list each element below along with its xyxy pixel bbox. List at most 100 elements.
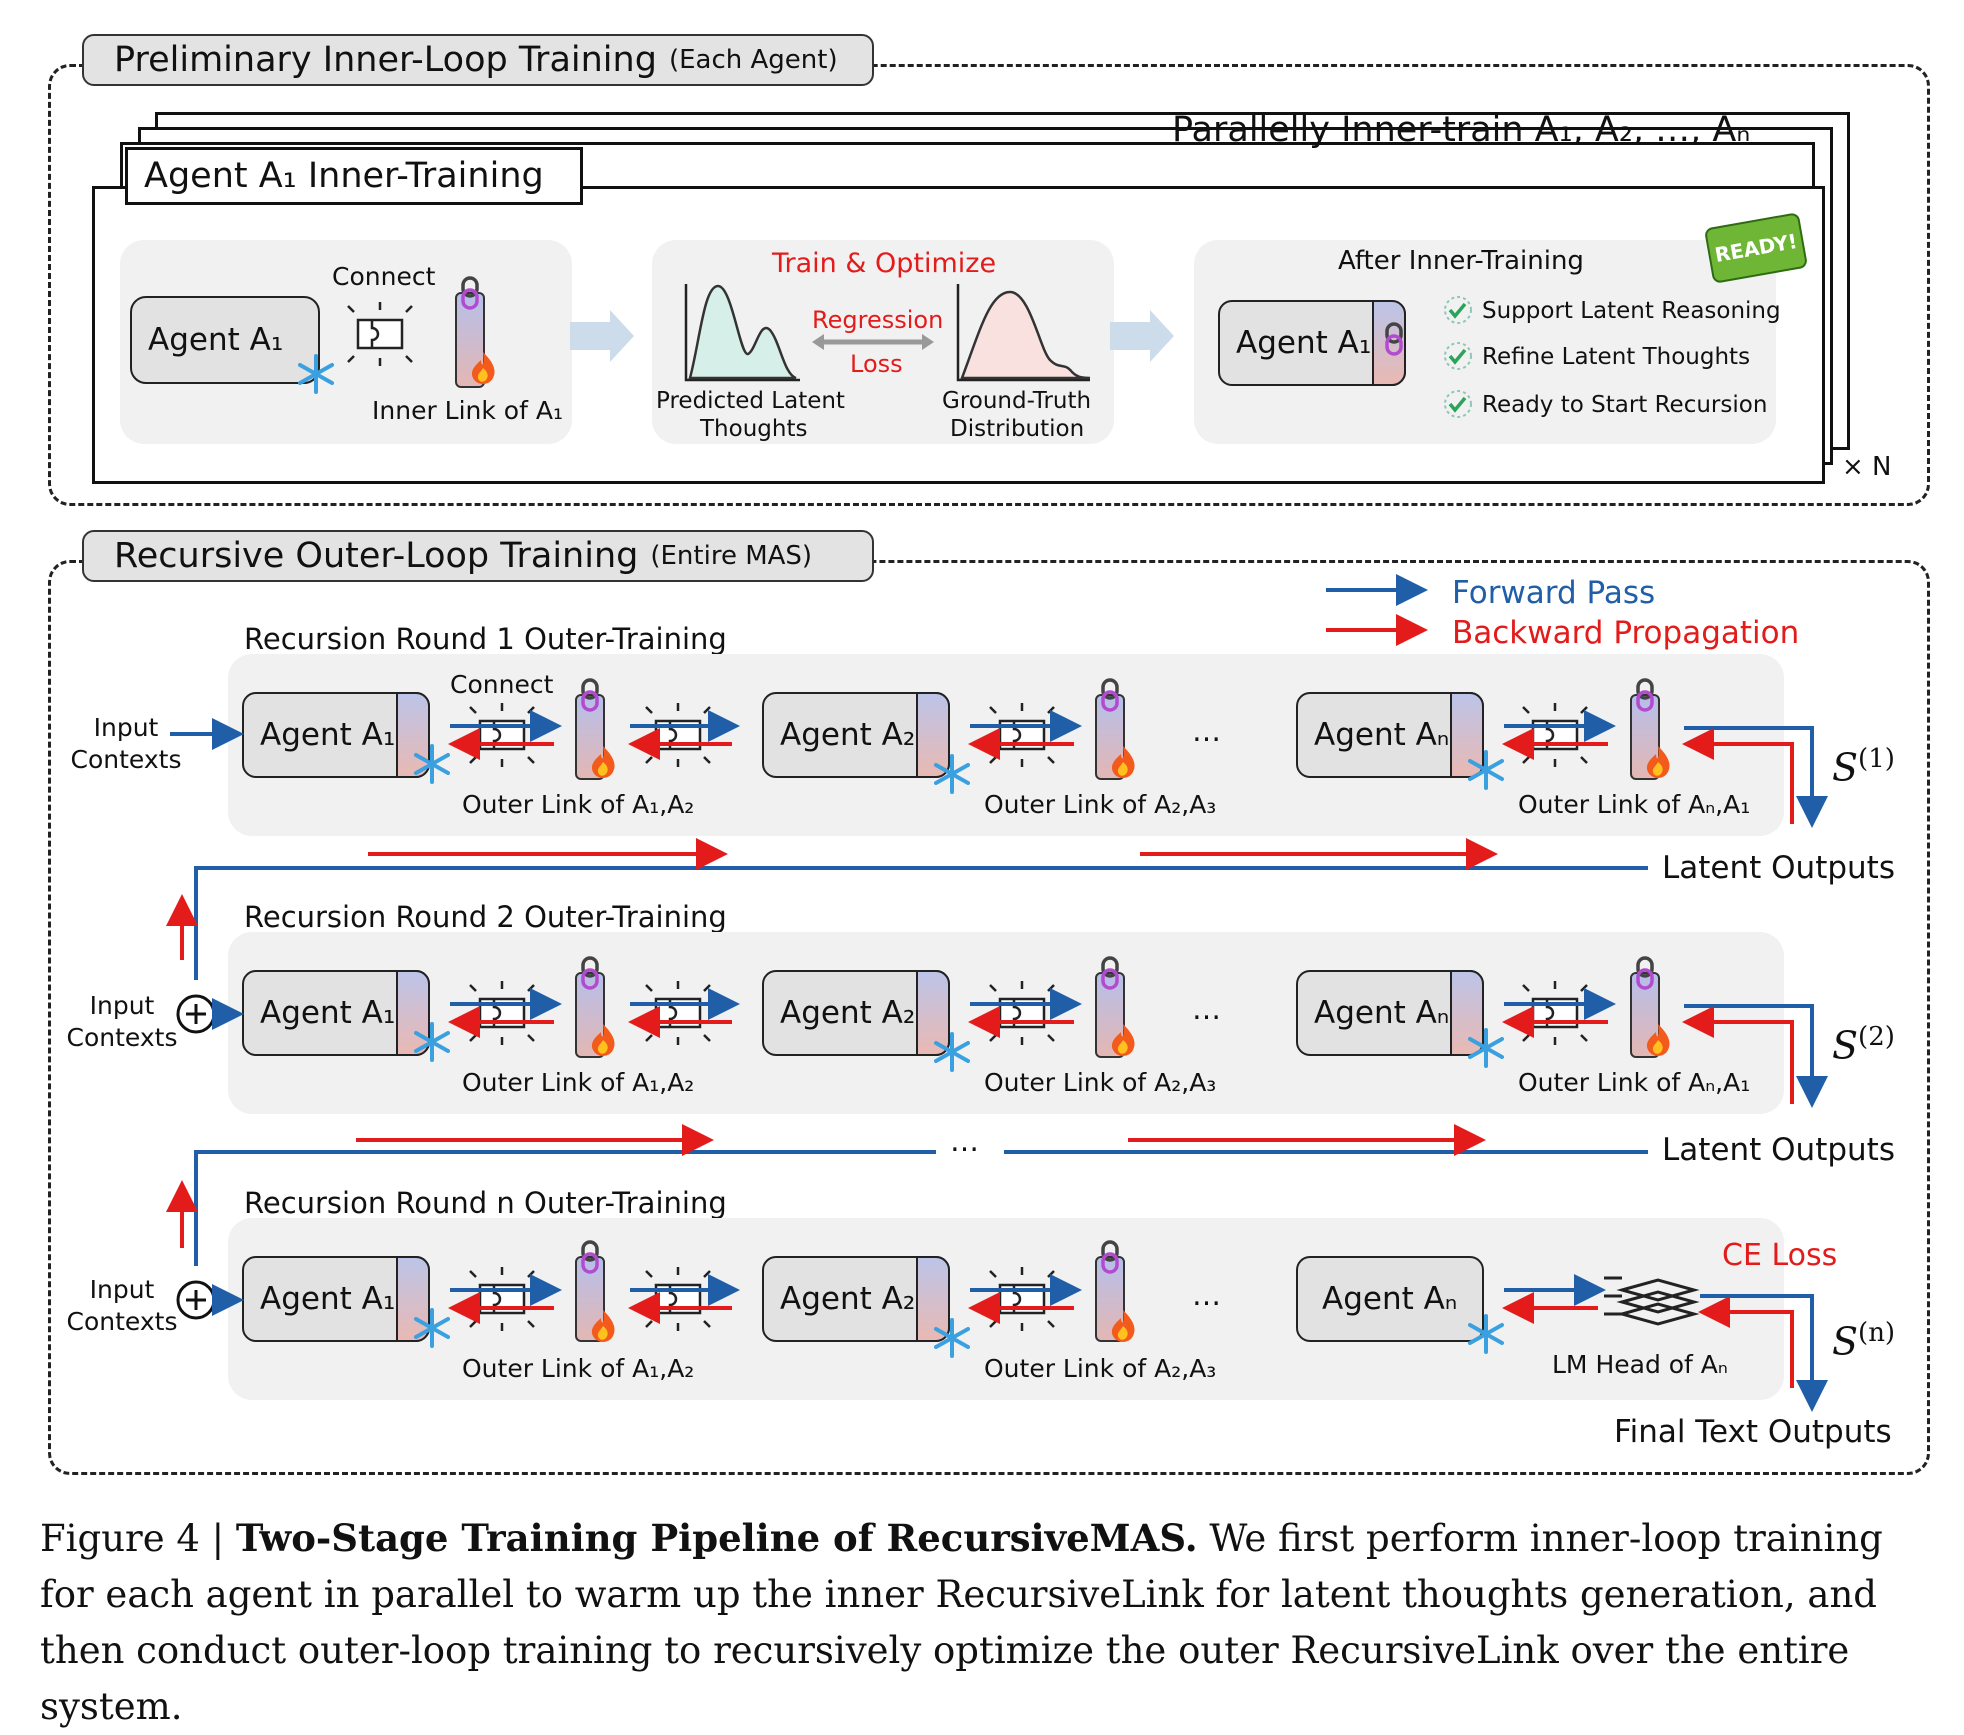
stage1-title-suffix: (Each Agent) xyxy=(668,45,838,75)
round-2-link-3-label: Outer Link of Aₙ,A₁ xyxy=(1518,1068,1751,1097)
r1-conn-group xyxy=(414,678,1670,794)
gt-curve xyxy=(960,290,1091,380)
caption-bold: Two-Stage Training Pipeline of Recursive… xyxy=(235,1516,1198,1560)
regression-label: Regression xyxy=(812,306,944,334)
round-1-ellipsis: … xyxy=(1192,714,1221,748)
round-1-agent-2-label: Agent A₂ xyxy=(780,717,916,753)
round-2-s-sup: (2) xyxy=(1858,1022,1895,1052)
r2-sum-plus xyxy=(186,1004,206,1024)
gt-axes xyxy=(956,284,1090,382)
round-1-link-2-label: Outer Link of A₂,A₃ xyxy=(984,790,1217,819)
after-chain-icon xyxy=(1385,322,1403,356)
inner-link-label: Inner Link of A₁ xyxy=(372,396,563,425)
pred-curve xyxy=(688,284,797,380)
round-2-s-letter: S xyxy=(1832,1023,1859,1068)
rn-sum-plus xyxy=(186,1290,206,1310)
round-n-title: Recursion Round n Outer-Training xyxy=(244,1186,727,1220)
stage2-title-text: Recursive Outer-Loop Training xyxy=(114,536,639,576)
stage1-connect-label: Connect xyxy=(332,262,436,291)
after-title: After Inner-Training xyxy=(1338,246,1584,276)
round-n-agent-n: Agent Aₙ xyxy=(1296,1256,1484,1342)
round-1-s-sup: (1) xyxy=(1858,744,1895,774)
r2-s-backward xyxy=(1682,1006,1794,1104)
round-n-agent-1-label: Agent A₁ xyxy=(260,1281,396,1317)
stage1-title: Preliminary Inner-Loop Training (Each Ag… xyxy=(82,34,874,86)
round-n-s-letter: S xyxy=(1832,1319,1859,1364)
card-title: Agent A₁ Inner-Training xyxy=(144,156,544,196)
round-n-agent-2-strip xyxy=(916,1256,950,1342)
times-n: × N xyxy=(1842,452,1892,482)
final-text-outputs: Final Text Outputs xyxy=(1614,1414,1892,1450)
train-optimize-label: Train & Optimize xyxy=(772,248,997,279)
stage1-agent-label: Agent A₁ xyxy=(148,322,284,358)
latent-loop-2 xyxy=(194,1150,1648,1266)
round-2-title: Recursion Round 2 Outer-Training xyxy=(244,900,727,934)
round-2-latent-outputs: Latent Outputs xyxy=(1662,1132,1895,1168)
round-2-agent-2-label: Agent A₂ xyxy=(780,995,916,1031)
round-n-agent-2: Agent A₂ xyxy=(762,1256,950,1342)
round-n-s-sup: (n) xyxy=(1858,1318,1896,1348)
round-1-agent-n-label: Agent Aₙ xyxy=(1314,717,1450,753)
round-n-agent-n-label: Agent Aₙ xyxy=(1322,1281,1458,1317)
caption-text: We first perform inner-loop training for… xyxy=(40,1517,1883,1728)
caption-prefix: Figure 4 | xyxy=(40,1517,236,1560)
link-chain-icon xyxy=(461,276,479,310)
r2-conn-group xyxy=(414,956,1670,1072)
predicted-label: Predicted Latent xyxy=(656,388,845,414)
rn-final-forward xyxy=(1700,1294,1828,1412)
frozen-icon xyxy=(298,354,334,394)
round-1-latent-outputs: Latent Outputs xyxy=(1662,850,1895,886)
check-3-label: Ready to Start Recursion xyxy=(1482,392,1768,418)
after-agent-label: Agent A₁ xyxy=(1236,325,1372,361)
round-n-agent-2-label: Agent A₂ xyxy=(780,1281,916,1317)
round-2-agent-n: Agent Aₙ xyxy=(1296,970,1484,1056)
rn-conn-group xyxy=(414,1240,1504,1358)
legend-forward: Forward Pass xyxy=(1452,575,1656,611)
round-1-s-label: S(1) xyxy=(1832,744,1895,790)
round-2-agent-2-strip xyxy=(916,970,950,1056)
ce-loss-label: CE Loss xyxy=(1722,1238,1838,1273)
round-2-ellipsis: … xyxy=(1192,992,1221,1026)
round-1-agent-1-strip xyxy=(396,692,430,778)
round-n-input-contexts: Input Contexts xyxy=(66,1275,178,1336)
pred-axes xyxy=(684,284,800,382)
between-ellipsis: … xyxy=(950,1124,979,1158)
lm-head-label: LM Head of Aₙ xyxy=(1552,1350,1728,1379)
flow-arrow-1 xyxy=(570,310,634,362)
round-n-ellipsis: … xyxy=(1192,1278,1221,1312)
round-n-link-1-label: Outer Link of A₁,A₂ xyxy=(462,1354,695,1383)
rn-final-backward xyxy=(1698,1296,1794,1388)
round-1-link-1-label: Outer Link of A₁,A₂ xyxy=(462,790,695,819)
round-n-link-2-label: Outer Link of A₂,A₃ xyxy=(984,1354,1217,1383)
round-n-s-label: S(n) xyxy=(1832,1318,1895,1364)
check-3-icon xyxy=(1443,389,1473,419)
round-2-input-contexts: Input Contexts xyxy=(66,991,178,1052)
latent-loop-1 xyxy=(194,866,1648,980)
round-2-agent-2: Agent A₂ xyxy=(762,970,950,1056)
round-2-agent-1-label: Agent A₁ xyxy=(260,995,396,1031)
round-2-agent-1-strip xyxy=(396,970,430,1056)
stage1-title-text: Preliminary Inner-Loop Training xyxy=(114,40,657,80)
round-1-agent-2-strip xyxy=(916,692,950,778)
r1-s-forward xyxy=(1684,726,1828,828)
round-1-link-3-label: Outer Link of Aₙ,A₁ xyxy=(1518,790,1751,819)
stage1-frame xyxy=(48,64,1930,506)
legend-backward: Backward Propagation xyxy=(1452,615,1800,651)
stage1-agent: Agent A₁ xyxy=(130,296,320,384)
round-n-agent-1-strip xyxy=(396,1256,430,1342)
stage2-title: Recursive Outer-Loop Training (Entire MA… xyxy=(82,530,874,582)
stage2-frame xyxy=(48,560,1930,1475)
check-1-icon xyxy=(1443,295,1473,325)
check-2-label: Refine Latent Thoughts xyxy=(1482,344,1751,370)
round-1-agent-2: Agent A₂ xyxy=(762,692,950,778)
round-2-link-1-label: Outer Link of A₁,A₂ xyxy=(462,1068,695,1097)
round-2-link-2-label: Outer Link of A₂,A₃ xyxy=(984,1068,1217,1097)
loss-label: Loss xyxy=(850,350,903,378)
round-n-agent-1: Agent A₁ xyxy=(242,1256,430,1342)
round-1-agent-1-label: Agent A₁ xyxy=(260,717,396,753)
round-2-agent-1: Agent A₁ xyxy=(242,970,430,1056)
ground-truth-label-2: Distribution xyxy=(950,416,1085,442)
check-2-icon xyxy=(1443,341,1473,371)
r2-s-forward xyxy=(1684,1004,1828,1108)
